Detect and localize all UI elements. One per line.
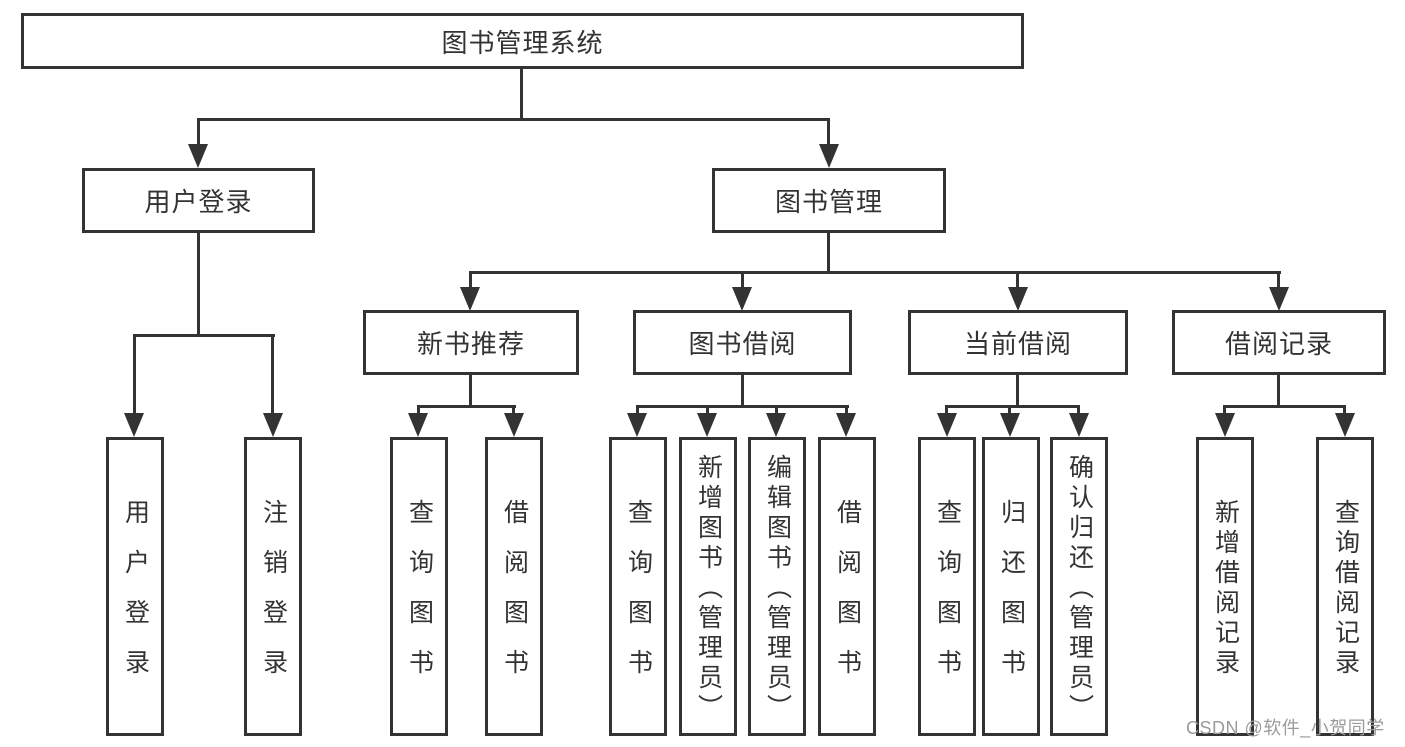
leaf-label: 归还图书 (997, 499, 1026, 699)
connector-line (827, 233, 830, 274)
leaf-label: 注销登录 (259, 499, 288, 699)
connector-line (1223, 405, 1226, 417)
node-current-borrowing: 当前借阅 (908, 310, 1128, 375)
connector-line (271, 334, 274, 415)
leaf-bb-add-books-admin: 新增图书（管理员） (679, 437, 737, 736)
leaf-label: 查询图书 (933, 499, 962, 699)
leaf-label: 确认归还（管理员） (1065, 454, 1094, 724)
leaf-user-login: 用户登录 (106, 437, 164, 736)
csdn-watermark: CSDN @软件_小贺同学 (1186, 718, 1385, 738)
connector-line (512, 405, 515, 417)
leaf-bb-borrow-books: 借阅图书 (818, 437, 876, 736)
arrowhead-down-icon (937, 413, 957, 437)
arrowhead-down-icon (1215, 413, 1235, 437)
node-label: 图书管理系统 (441, 27, 604, 58)
connector-line (1008, 405, 1011, 417)
connector-line (469, 271, 472, 288)
arrowhead-down-icon (460, 287, 480, 311)
arrowhead-down-icon (1269, 287, 1289, 311)
node-user-login: 用户登录 (82, 168, 315, 233)
node-book-management: 图书管理 (712, 168, 946, 233)
leaf-label: 查询借阅记录 (1331, 499, 1360, 679)
connector-line (1016, 375, 1019, 408)
connector-line (1077, 405, 1080, 417)
leaf-nbr-query-books: 查询图书 (390, 437, 448, 736)
arrowhead-down-icon (627, 413, 647, 437)
leaf-label: 新增借阅记录 (1211, 499, 1240, 679)
connector-line (133, 334, 136, 415)
connector-line (775, 405, 778, 417)
leaf-logout-login: 注销登录 (244, 437, 302, 736)
leaf-nbr-borrow-books: 借阅图书 (485, 437, 543, 736)
node-label: 图书借阅 (688, 329, 797, 359)
node-label: 用户登录 (144, 187, 253, 217)
leaf-label: 借阅图书 (500, 499, 529, 699)
arrowhead-down-icon (1008, 287, 1028, 311)
connector-line (636, 405, 639, 417)
arrowhead-down-icon (188, 144, 208, 168)
arrowhead-down-icon (836, 413, 856, 437)
node-label: 新书推荐 (416, 329, 525, 359)
connector-line (197, 233, 200, 336)
node-borrowing-records: 借阅记录 (1172, 310, 1386, 375)
leaf-cb-return-books: 归还图书 (982, 437, 1040, 736)
leaf-label: 新增图书（管理员） (694, 454, 723, 724)
leaf-label: 编辑图书（管理员） (763, 454, 792, 724)
connector-line (945, 405, 948, 417)
node-label: 借阅记录 (1224, 329, 1333, 359)
connector-line (417, 405, 516, 408)
connector-line (197, 118, 830, 121)
leaf-br-add-record: 新增借阅记录 (1196, 437, 1254, 736)
node-book-borrowing: 图书借阅 (633, 310, 852, 375)
arrowhead-down-icon (766, 413, 786, 437)
connector-line (741, 375, 744, 408)
connector-line (636, 405, 849, 408)
connector-line (1016, 271, 1019, 288)
leaf-cb-query-books: 查询图书 (918, 437, 976, 736)
leaf-bb-query-books: 查询图书 (609, 437, 667, 736)
arrowhead-down-icon (408, 413, 428, 437)
leaf-br-query-record: 查询借阅记录 (1316, 437, 1374, 736)
connector-line (706, 405, 709, 417)
connector-line (741, 271, 744, 288)
leaf-label: 查询图书 (405, 499, 434, 699)
leaf-bb-edit-books-admin: 编辑图书（管理员） (748, 437, 806, 736)
arrowhead-down-icon (819, 144, 839, 168)
node-new-book-recommend: 新书推荐 (363, 310, 579, 375)
connector-line (1223, 405, 1346, 408)
leaf-cb-confirm-return-admin: 确认归还（管理员） (1050, 437, 1108, 736)
node-label: 当前借阅 (963, 329, 1072, 359)
connector-line (845, 405, 848, 417)
connector-line (1277, 271, 1280, 288)
connector-line (520, 69, 523, 120)
leaf-label: 用户登录 (121, 499, 150, 699)
leaf-label: 借阅图书 (833, 499, 862, 699)
connector-line (133, 334, 275, 337)
connector-line (417, 405, 420, 417)
connector-line (197, 118, 200, 146)
connector-line (827, 118, 830, 146)
arrowhead-down-icon (1335, 413, 1355, 437)
arrowhead-down-icon (1069, 413, 1089, 437)
node-root-library-management-system: 图书管理系统 (21, 13, 1024, 69)
arrowhead-down-icon (263, 413, 283, 437)
connector-line (469, 375, 472, 408)
connector-line (1277, 375, 1280, 408)
arrowhead-down-icon (1000, 413, 1020, 437)
node-label: 图书管理 (774, 187, 883, 217)
arrowhead-down-icon (504, 413, 524, 437)
arrowhead-down-icon (124, 413, 144, 437)
connector-line (945, 405, 1080, 408)
connector-line (1343, 405, 1346, 417)
leaf-label: 查询图书 (624, 499, 653, 699)
arrowhead-down-icon (697, 413, 717, 437)
arrowhead-down-icon (732, 287, 752, 311)
connector-line (469, 271, 1281, 274)
